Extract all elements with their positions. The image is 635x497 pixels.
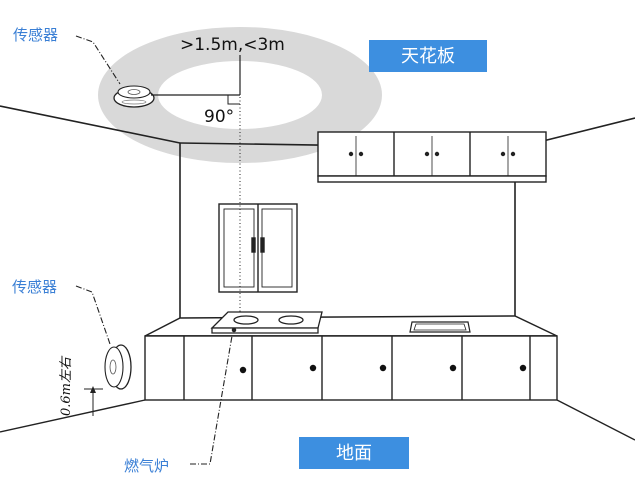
lower-cabinet-knobs — [239, 364, 527, 374]
measure-lines — [151, 55, 241, 312]
wall-window — [218, 203, 298, 293]
floor-badge: 地面 — [299, 437, 409, 469]
lower-cabinets — [144, 335, 558, 401]
leader-lines — [75, 35, 233, 465]
countertop — [144, 315, 558, 337]
upper-cabinets — [317, 131, 547, 183]
coverage-ring — [97, 26, 383, 164]
angle-label: 90° — [204, 107, 234, 127]
height-dimension — [84, 386, 103, 416]
ceiling-badge-text: 天花板 — [401, 46, 455, 67]
gas-stove — [210, 311, 323, 334]
height-label: 0.6m左右 — [59, 355, 74, 416]
sink — [409, 321, 471, 333]
sensor-wall-label: 传感器 — [12, 278, 57, 296]
sensor-ceiling-label: 传感器 — [13, 26, 58, 44]
floor-lines — [0, 399, 635, 441]
floor-badge-text: 地面 — [336, 443, 372, 464]
distance-range-label: >1.5m,<3m — [180, 35, 285, 55]
ceiling-sensor-icon — [113, 85, 155, 108]
ceiling-badge: 天花板 — [369, 40, 487, 72]
stove-label: 燃气炉 — [124, 457, 169, 475]
wall-sensor-icon — [104, 344, 132, 390]
upper-cabinet-knobs — [348, 151, 516, 157]
